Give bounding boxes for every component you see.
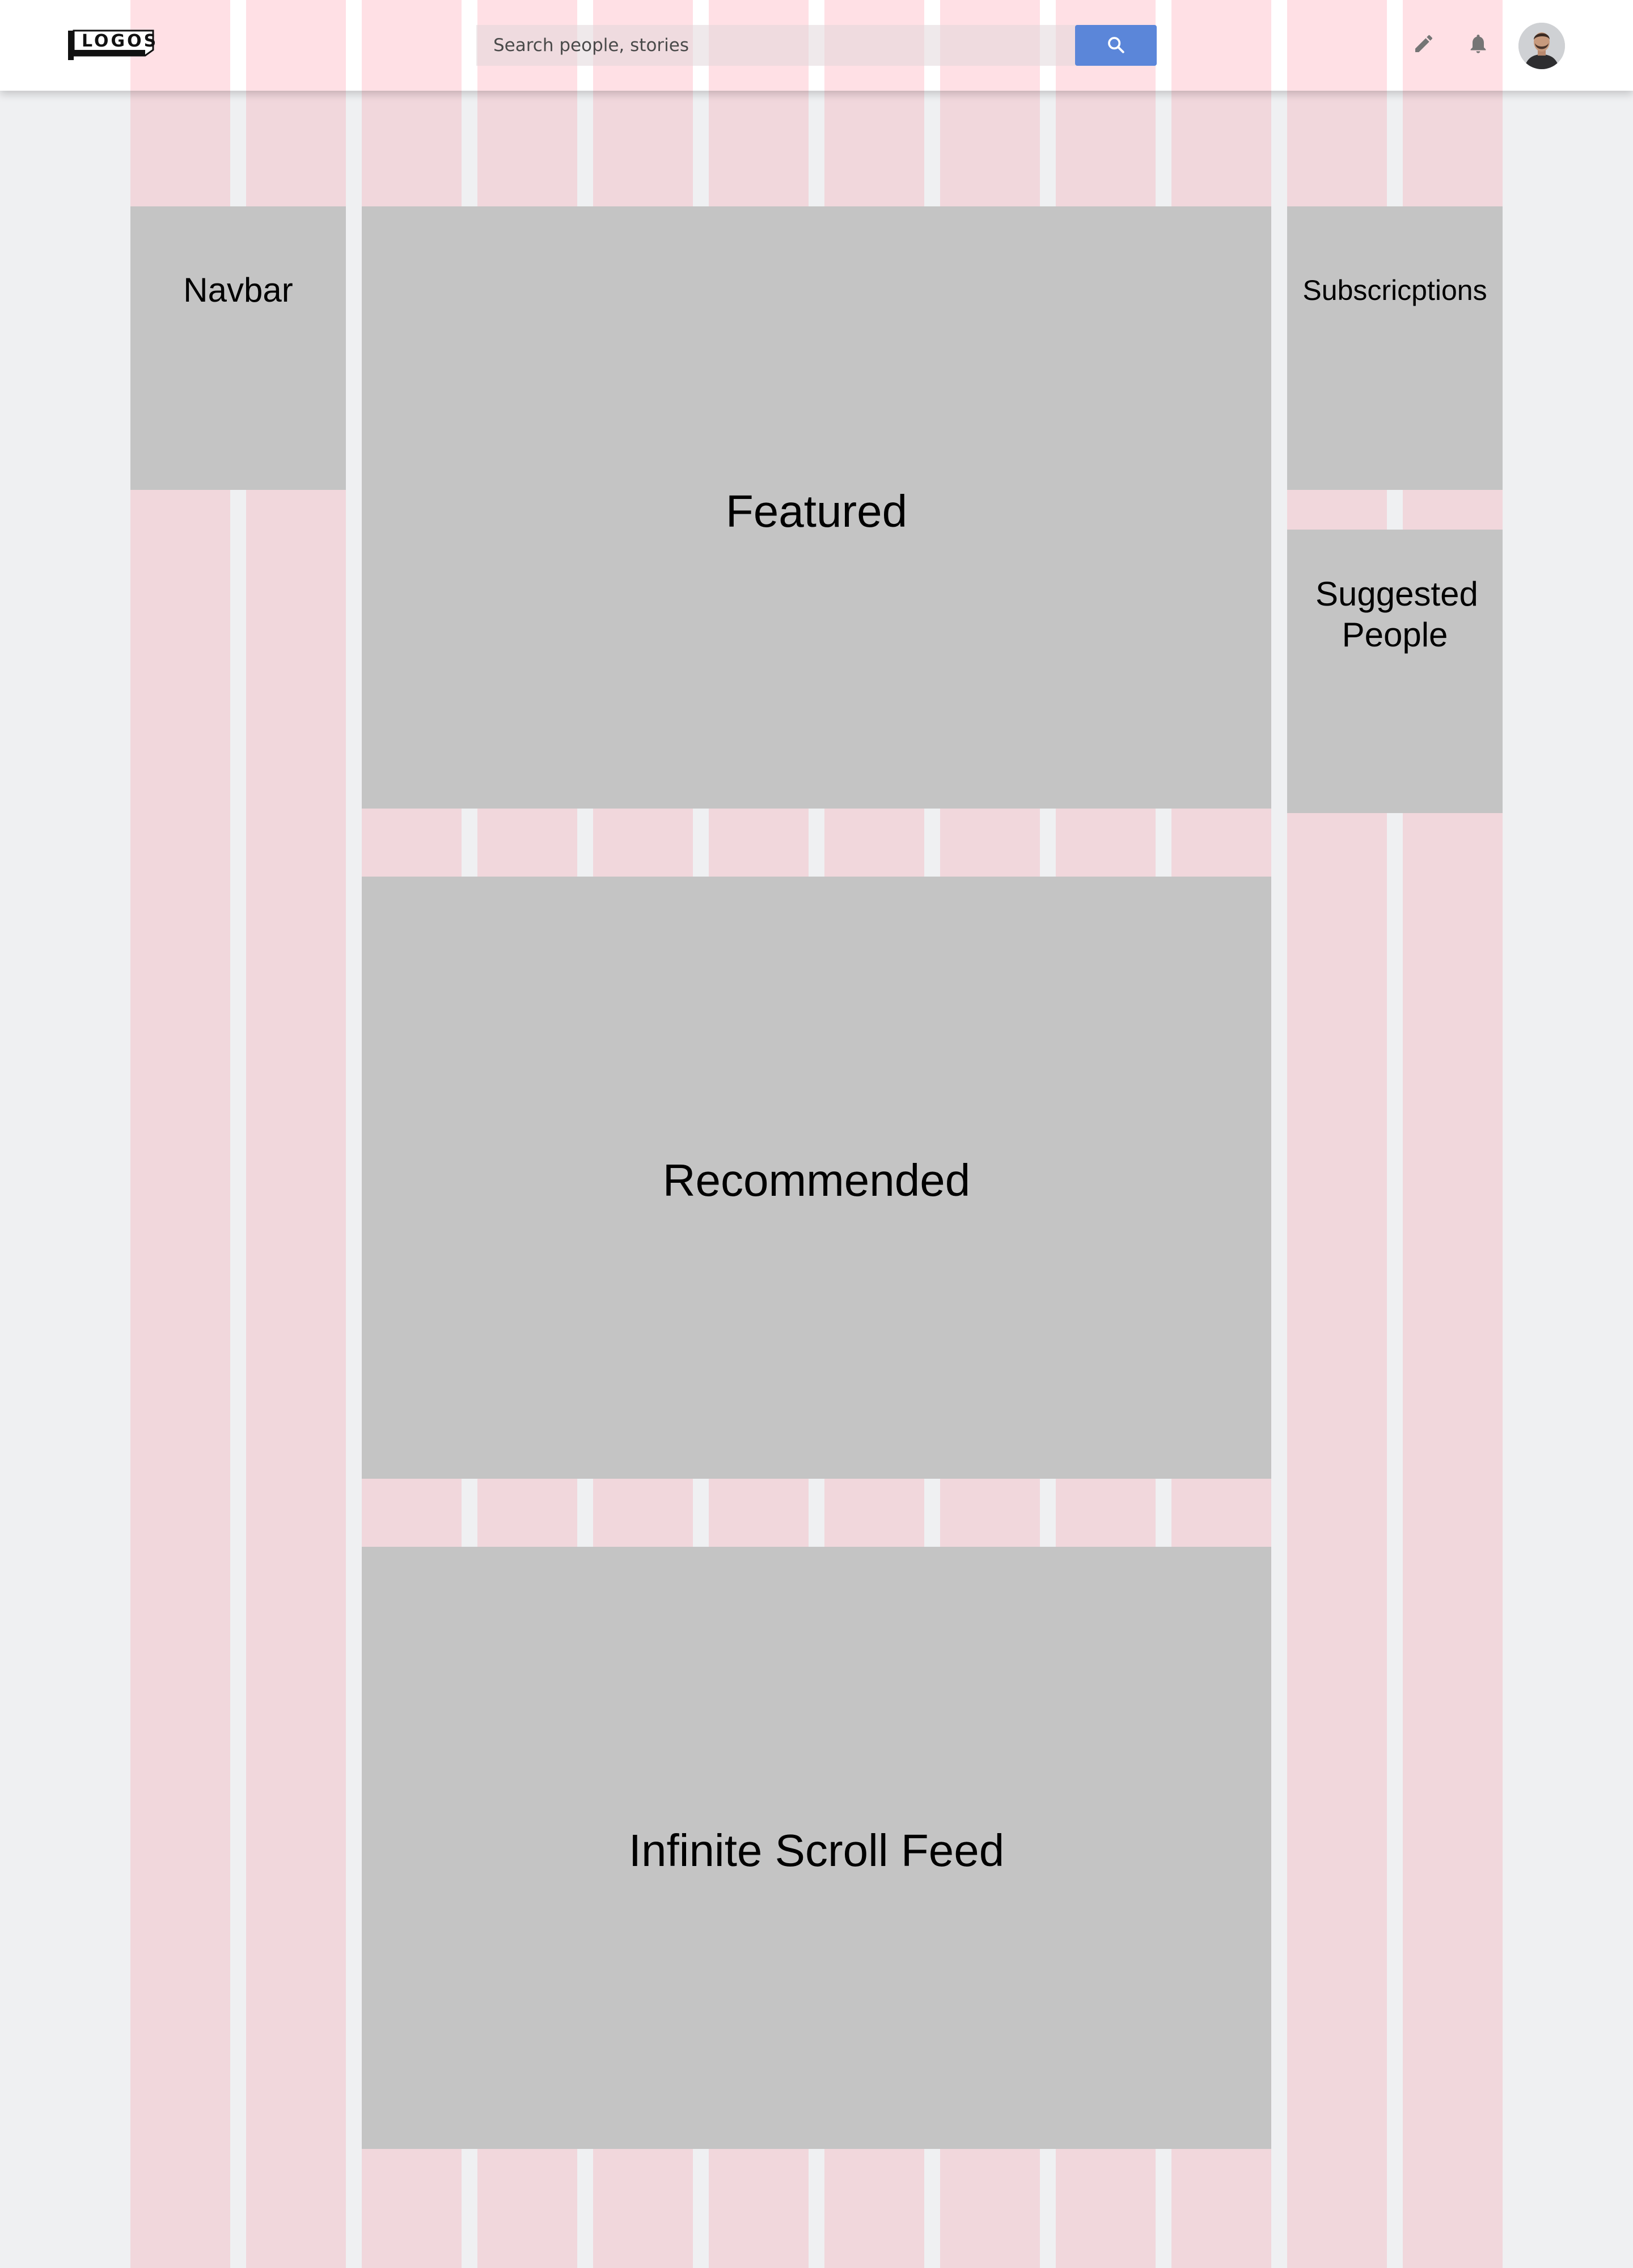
search-button[interactable] xyxy=(1075,25,1157,66)
navbar-label: Navbar xyxy=(183,271,293,309)
notifications-button[interactable] xyxy=(1464,31,1492,59)
profile-photo xyxy=(1518,23,1565,69)
navbar-section: Navbar xyxy=(130,206,346,490)
search-input[interactable] xyxy=(476,25,1076,66)
feed-label: Infinite Scroll Feed xyxy=(628,1825,1005,1876)
logo-mark xyxy=(68,29,154,60)
logo-text: LOGOS xyxy=(82,31,159,51)
subscriptions-section: Subscricptions xyxy=(1287,206,1503,490)
avatar[interactable] xyxy=(1518,23,1565,69)
feed-section: Infinite Scroll Feed xyxy=(362,1547,1271,2149)
compose-button[interactable] xyxy=(1410,31,1438,59)
featured-label: Featured xyxy=(725,486,908,536)
suggested-people-label: Suggested People xyxy=(1315,575,1478,654)
recommended-section: Recommended xyxy=(362,877,1271,1479)
bell-icon xyxy=(1467,32,1490,58)
pencil-icon xyxy=(1412,32,1435,58)
subscriptions-label: Subscricptions xyxy=(1302,274,1487,306)
logo[interactable]: LOGOS xyxy=(67,28,159,62)
suggested-people-section: Suggested People xyxy=(1287,530,1503,813)
search-icon xyxy=(1106,35,1126,56)
recommended-label: Recommended xyxy=(662,1155,971,1205)
featured-section: Featured xyxy=(362,206,1271,809)
